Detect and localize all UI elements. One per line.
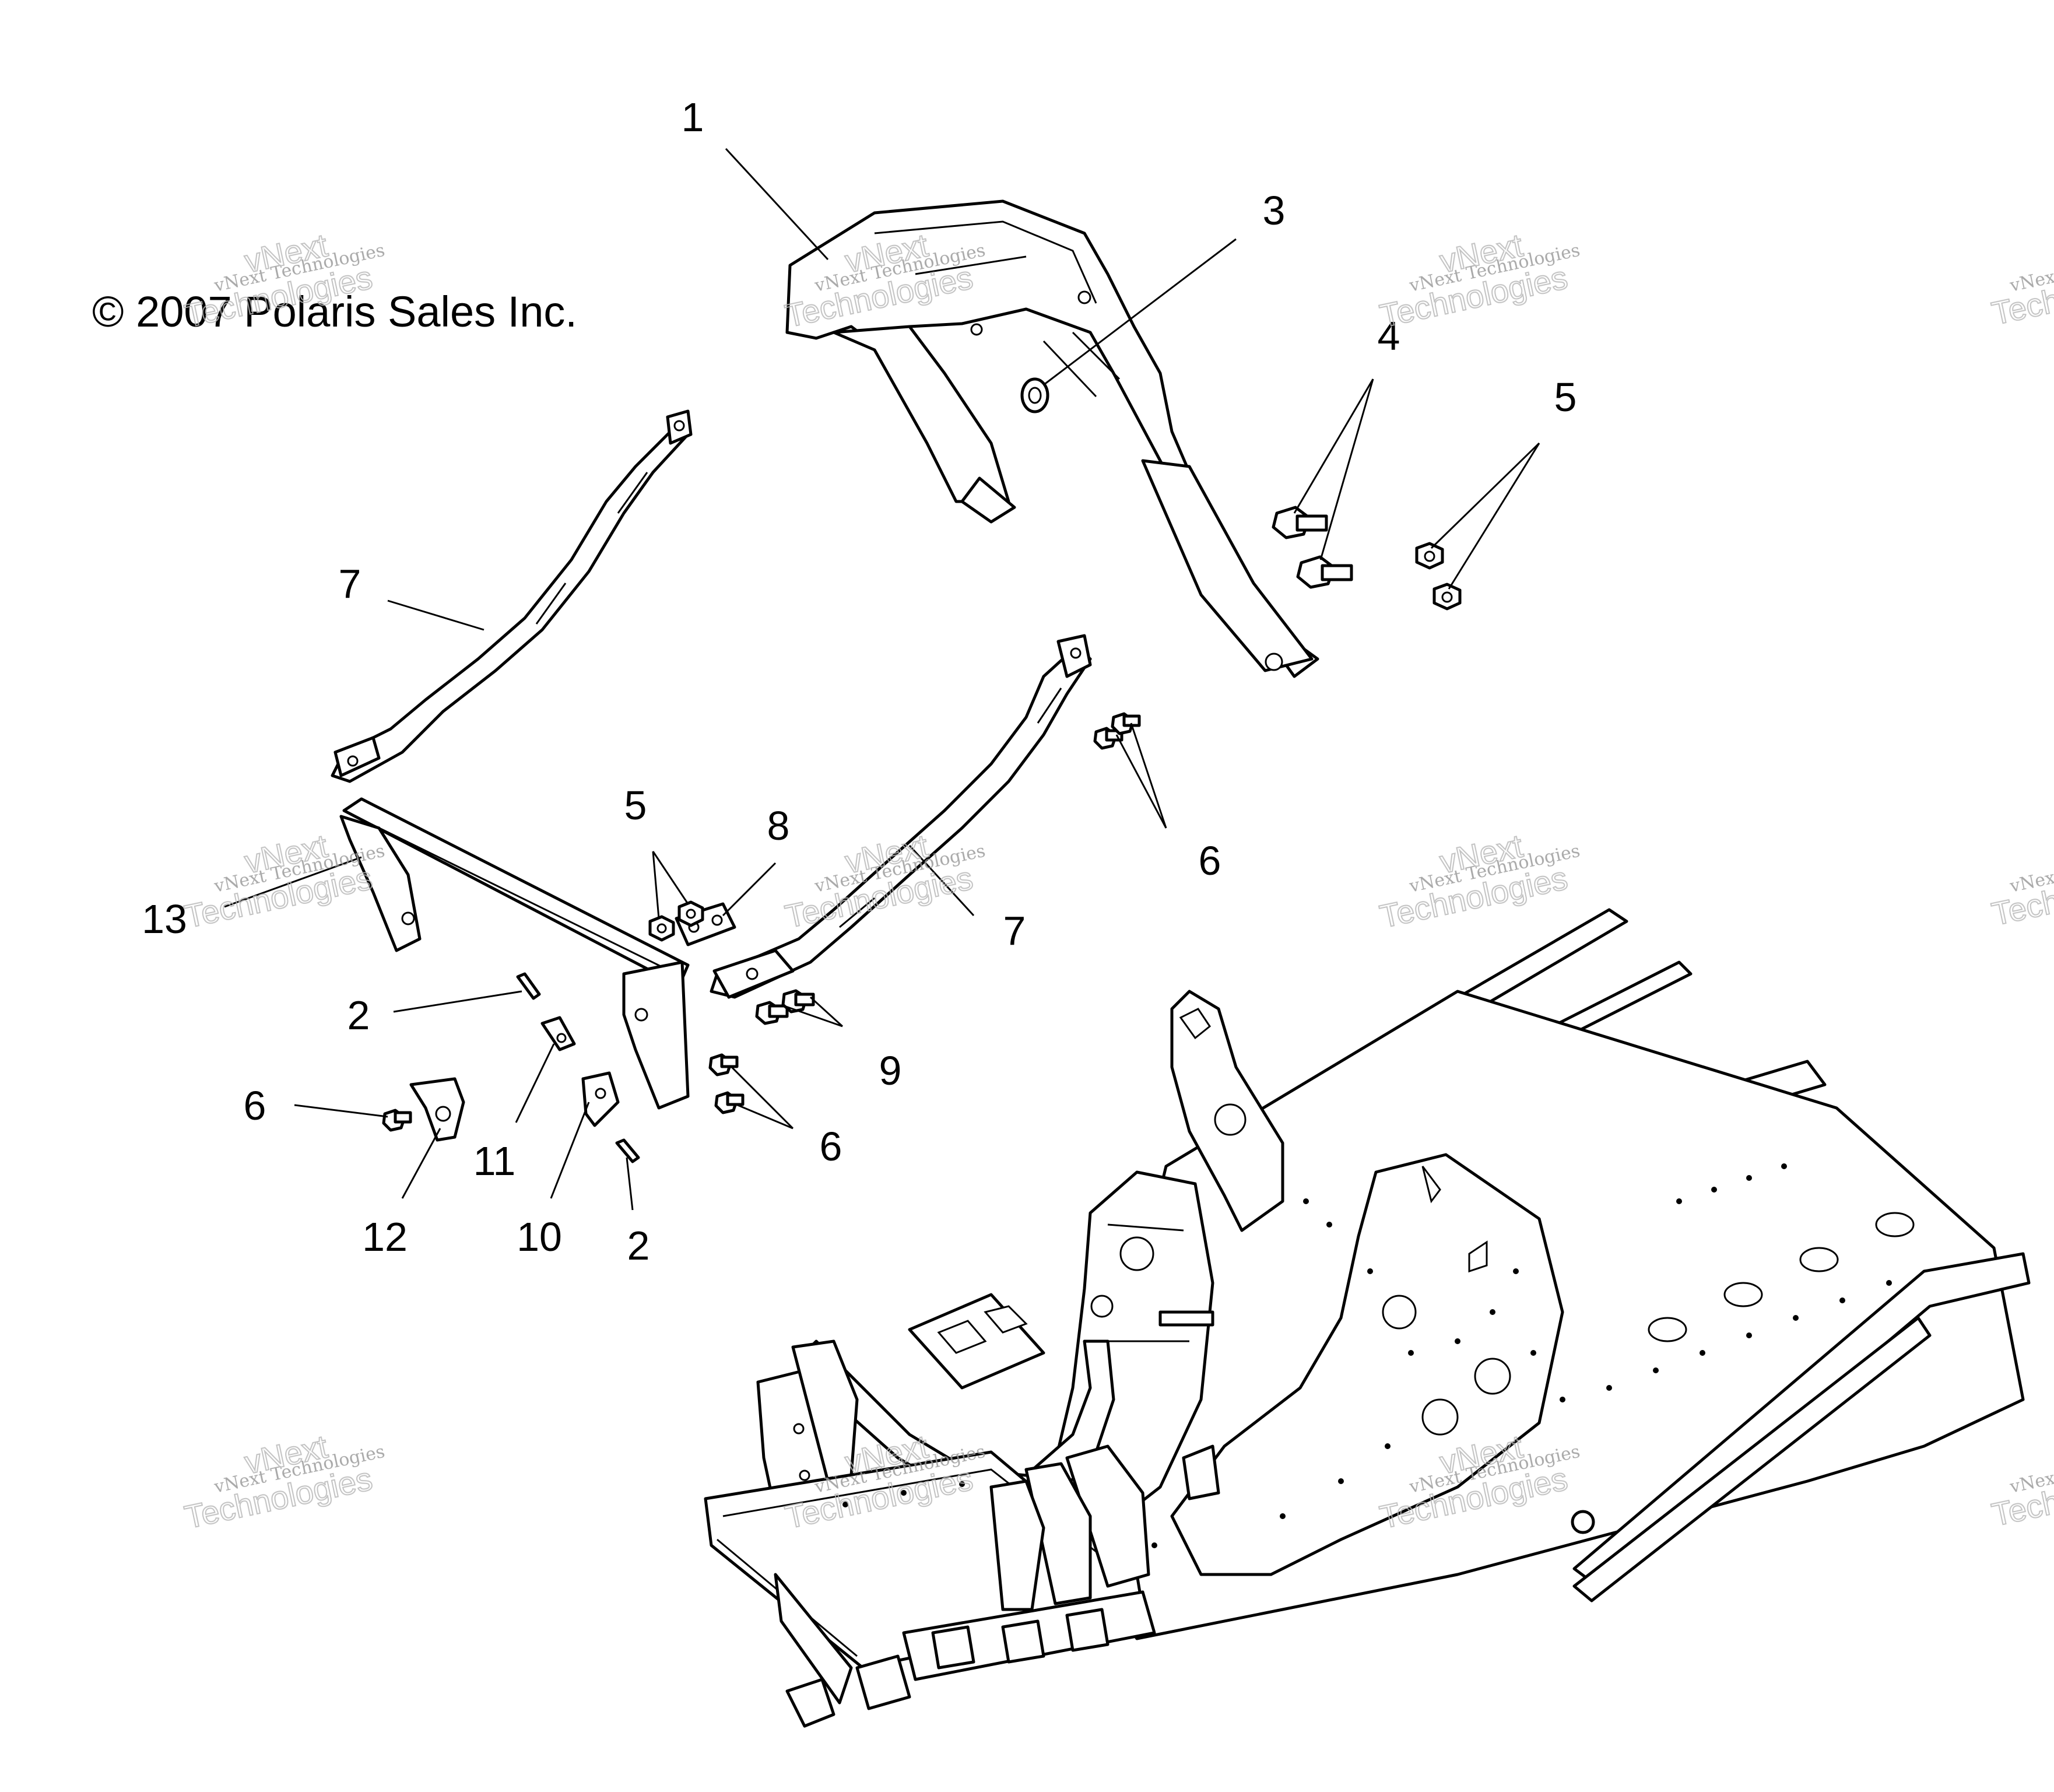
leader-lines: [224, 148, 1540, 1211]
callout-12: 12: [362, 1214, 408, 1260]
chassis-assembly: [704, 908, 2031, 1728]
watermark: vNext Technologies Technologies: [1988, 240, 2054, 332]
part-2-rivets: [516, 972, 640, 1163]
part-3-grommet: [1020, 377, 1049, 413]
part-13-cross-member: [339, 797, 690, 1110]
svg-text:Technologies: Technologies: [1989, 1457, 2054, 1533]
svg-text:Technologies: Technologies: [1989, 857, 2054, 932]
copyright-notice: © 2007 Polaris Sales Inc.: [92, 287, 577, 336]
part-5-nuts-lower: [648, 900, 704, 942]
callout-6-center: 6: [820, 1124, 842, 1169]
callout-4: 4: [1378, 313, 1400, 359]
watermark: vNext Technologies Technologies: [1988, 841, 2054, 933]
part-4-bolts: [1272, 506, 1353, 589]
callout-6-left: 6: [244, 1083, 266, 1128]
part-11-clip: [540, 1016, 576, 1051]
callout-labels: 1 3 4 5 7 6 5 8 7 13 2 9 6 6 11 12 10 2: [142, 94, 1577, 1268]
callout-7-right: 7: [1003, 908, 1026, 953]
callout-10: 10: [517, 1214, 562, 1260]
callout-2-lower: 2: [627, 1223, 650, 1268]
callout-3: 3: [1263, 188, 1286, 233]
callout-9: 9: [879, 1048, 902, 1093]
callout-8: 8: [767, 803, 790, 848]
callout-2-upper: 2: [347, 993, 370, 1038]
watermark: vNext Technologies vNext Technologies: [181, 1427, 387, 1536]
callout-7-left: 7: [339, 561, 361, 606]
watermark: vNext Technologies vNext Technologies: [1376, 226, 1582, 335]
part-5-nuts-upper: [1415, 542, 1462, 611]
part-1-upper-steering-support: [785, 199, 1319, 678]
part-6-bolt-left: [382, 1109, 412, 1132]
part-9-bolts: [755, 989, 815, 1025]
callout-1: 1: [682, 94, 704, 140]
callout-11: 11: [473, 1138, 516, 1184]
watermark: vNext Technologies vNext Technologies: [1376, 826, 1582, 935]
callout-5-upper: 5: [1554, 374, 1577, 420]
part-7-right-brace: [710, 634, 1092, 999]
part-6-bolts-center: [708, 1053, 745, 1114]
watermark: vNext Technologies Technologies: [1988, 1442, 2054, 1534]
svg-text:Technologies: Technologies: [1989, 256, 2054, 332]
part-12-bracket: [409, 1077, 465, 1142]
watermark: vNext Technologies vNext Technologies: [781, 826, 987, 935]
part-7-left-brace: [331, 409, 693, 783]
part-10-plate: [581, 1071, 620, 1127]
callout-13: 13: [142, 896, 187, 942]
part-6-bolts-upper: [1093, 712, 1141, 750]
callout-5-lower: 5: [624, 783, 647, 828]
callout-6-upper: 6: [1199, 838, 1221, 883]
